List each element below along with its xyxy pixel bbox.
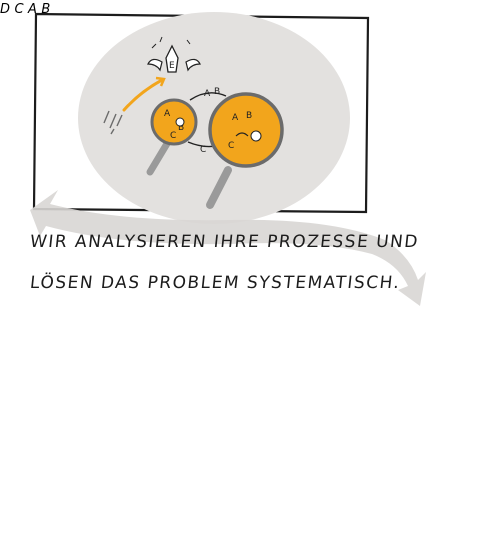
arrow-label-d: D	[0, 2, 11, 17]
transition-arrow	[30, 190, 426, 306]
caption-line-2: LÖSEN DAS PROBLEM SYSTEMATISCH.	[28, 273, 402, 293]
arrow-label-a: A	[28, 2, 37, 17]
large-lens-label-a: A	[232, 113, 239, 123]
looping-process-arrow: D C	[0, 0, 28, 17]
bridge-label-a: A	[204, 89, 211, 99]
large-lens-label-b: B	[246, 111, 252, 121]
angel-label: E	[169, 61, 175, 71]
bottom-grey-blob: D C A B	[0, 0, 50, 17]
motion-lines	[103, 110, 123, 135]
winged-angel-icon: E	[147, 36, 201, 73]
small-lens-label-c: C	[170, 131, 176, 141]
orange-motion-arrow	[122, 78, 164, 112]
top-panel-frame	[32, 12, 370, 214]
small-magnifier: A B C	[146, 98, 198, 176]
bottom-panel-frame: D C A B	[0, 0, 50, 17]
inner-swirl-arrow: A B	[28, 0, 50, 17]
large-lens-label-c: C	[228, 141, 234, 151]
bridge-label-b: B	[214, 87, 220, 97]
small-lens-label-a: A	[164, 109, 171, 119]
large-magnifier: A B C	[206, 92, 284, 209]
arrow-label-c: C	[14, 2, 24, 17]
arrow-label-b: B	[41, 2, 51, 17]
small-lens-label-b: B	[178, 123, 184, 133]
caption-line-1: WIR ANALYSIEREN IHRE PROZESSE UND	[28, 232, 420, 252]
bottom-panel: D C A B	[0, 0, 50, 17]
top-panel: E A B C A B C A B C	[32, 12, 370, 224]
bridge-label-c: C	[200, 145, 206, 155]
